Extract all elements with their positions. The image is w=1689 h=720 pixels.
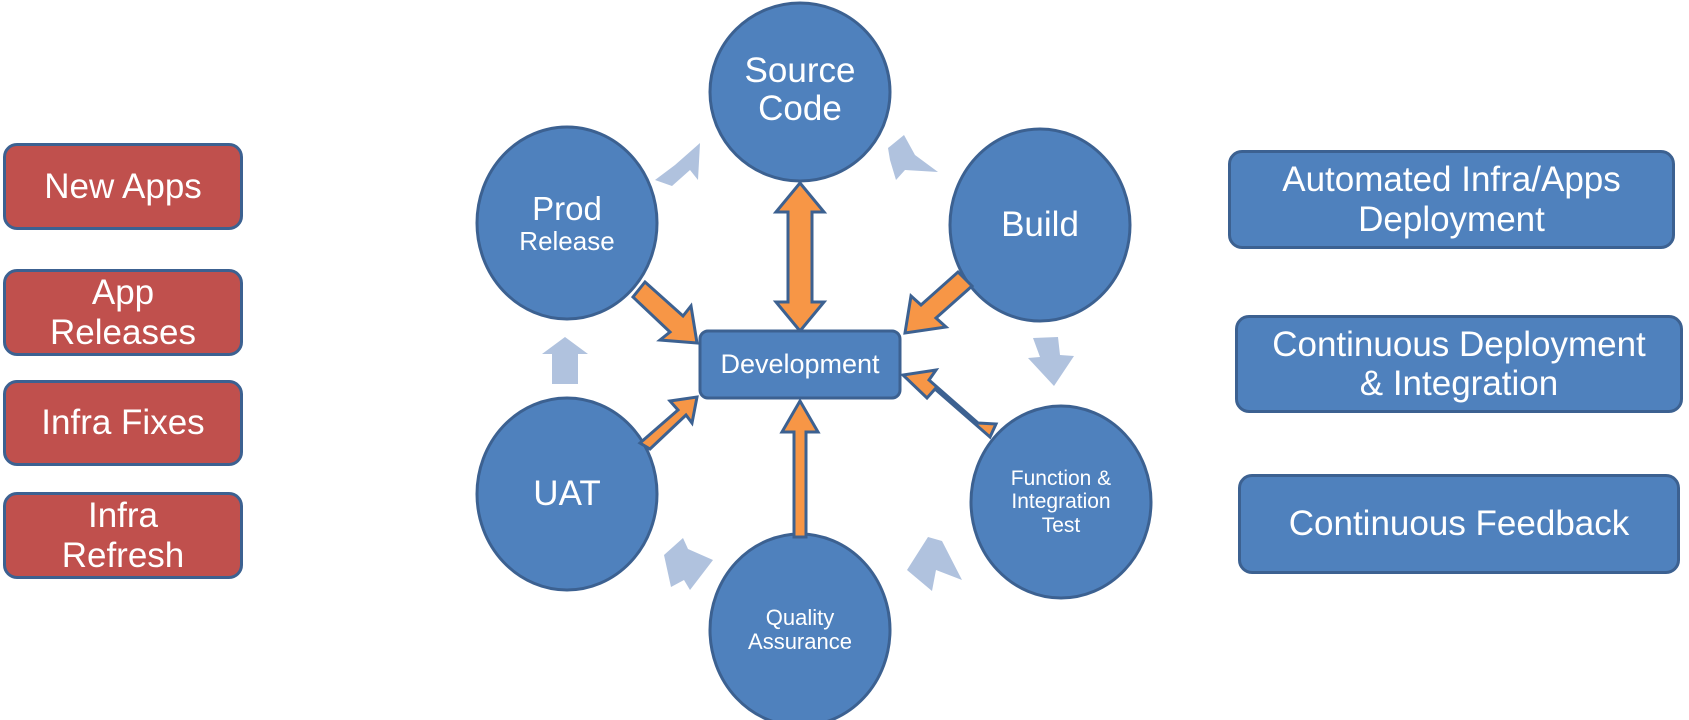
node-uat-label: UAT bbox=[477, 469, 657, 519]
node-build bbox=[948, 127, 1132, 323]
node-label-line: Assurance bbox=[748, 629, 852, 654]
arrow-uat-development bbox=[637, 395, 699, 451]
node-label-line: Code bbox=[758, 89, 842, 128]
node-quality-assurance-label: Quality Assurance bbox=[710, 600, 890, 660]
development-text: Development bbox=[720, 348, 880, 379]
node-label-line: Function & bbox=[1010, 467, 1112, 491]
arrow-source-development bbox=[772, 180, 828, 334]
left-item-infra-fixes: Infra Fixes bbox=[3, 380, 243, 466]
node-prod-release-label: Prod Release bbox=[477, 178, 657, 268]
arrow-build-development bbox=[903, 269, 975, 335]
cycle-arrow-prod-to-source bbox=[655, 143, 700, 186]
cycle-arrow-function-to-qa bbox=[907, 537, 962, 591]
right-item-label: Continuous Feedback bbox=[1288, 504, 1630, 544]
cycle-arrow-uat-to-prod bbox=[542, 337, 588, 384]
node-build-label: Build bbox=[950, 200, 1130, 250]
right-item-label: Deployment bbox=[1358, 199, 1545, 239]
node-label-line: Prod bbox=[532, 189, 602, 227]
right-item-continuous-feedback: Continuous Feedback bbox=[1238, 474, 1680, 574]
right-item-label: & Integration bbox=[1359, 364, 1559, 403]
left-item-label: Infra bbox=[87, 496, 159, 536]
right-item-continuous-deployment: Continuous Deployment & Integration bbox=[1235, 315, 1683, 413]
left-item-new-apps: New Apps bbox=[3, 143, 243, 230]
cycle-arrow-source-to-build bbox=[888, 135, 938, 180]
left-item-app-releases: App Releases bbox=[3, 269, 243, 356]
node-function-test-label: Function & Integration Test bbox=[971, 460, 1151, 544]
arrow-function-development bbox=[899, 367, 999, 440]
right-item-automated-deployment: Automated Infra/Apps Deployment bbox=[1228, 150, 1675, 249]
right-item-label: Automated Infra/Apps bbox=[1282, 160, 1621, 200]
left-item-infra-refresh: Infra Refresh bbox=[3, 492, 243, 579]
node-label-line: Source bbox=[744, 50, 856, 90]
left-item-label: Infra Fixes bbox=[41, 403, 205, 443]
left-item-label: New Apps bbox=[44, 166, 202, 206]
left-item-label: App bbox=[91, 273, 155, 313]
development-box bbox=[698, 329, 902, 400]
node-label-line: Test bbox=[1041, 513, 1081, 537]
node-source-code-label: Source Code bbox=[710, 40, 890, 140]
node-uat bbox=[475, 396, 659, 592]
left-item-label: Releases bbox=[50, 312, 196, 352]
node-label-line: UAT bbox=[533, 473, 601, 513]
node-function-test bbox=[969, 404, 1153, 600]
arrow-prod-development bbox=[630, 279, 699, 345]
left-item-label: Refresh bbox=[61, 535, 185, 575]
arrow-qa-development bbox=[779, 398, 821, 539]
node-prod-release bbox=[475, 125, 659, 321]
right-item-label: Continuous Deployment bbox=[1272, 324, 1646, 364]
node-label-line: Release bbox=[519, 225, 615, 256]
node-label-line: Build bbox=[1001, 204, 1079, 244]
development-label: Development bbox=[700, 331, 900, 398]
cycle-arrow-build-to-function bbox=[1028, 337, 1074, 386]
cycle-arrow-qa-to-uat bbox=[664, 538, 713, 590]
node-label-line: Integration bbox=[1011, 490, 1111, 514]
node-label-line: Quality bbox=[765, 604, 835, 630]
